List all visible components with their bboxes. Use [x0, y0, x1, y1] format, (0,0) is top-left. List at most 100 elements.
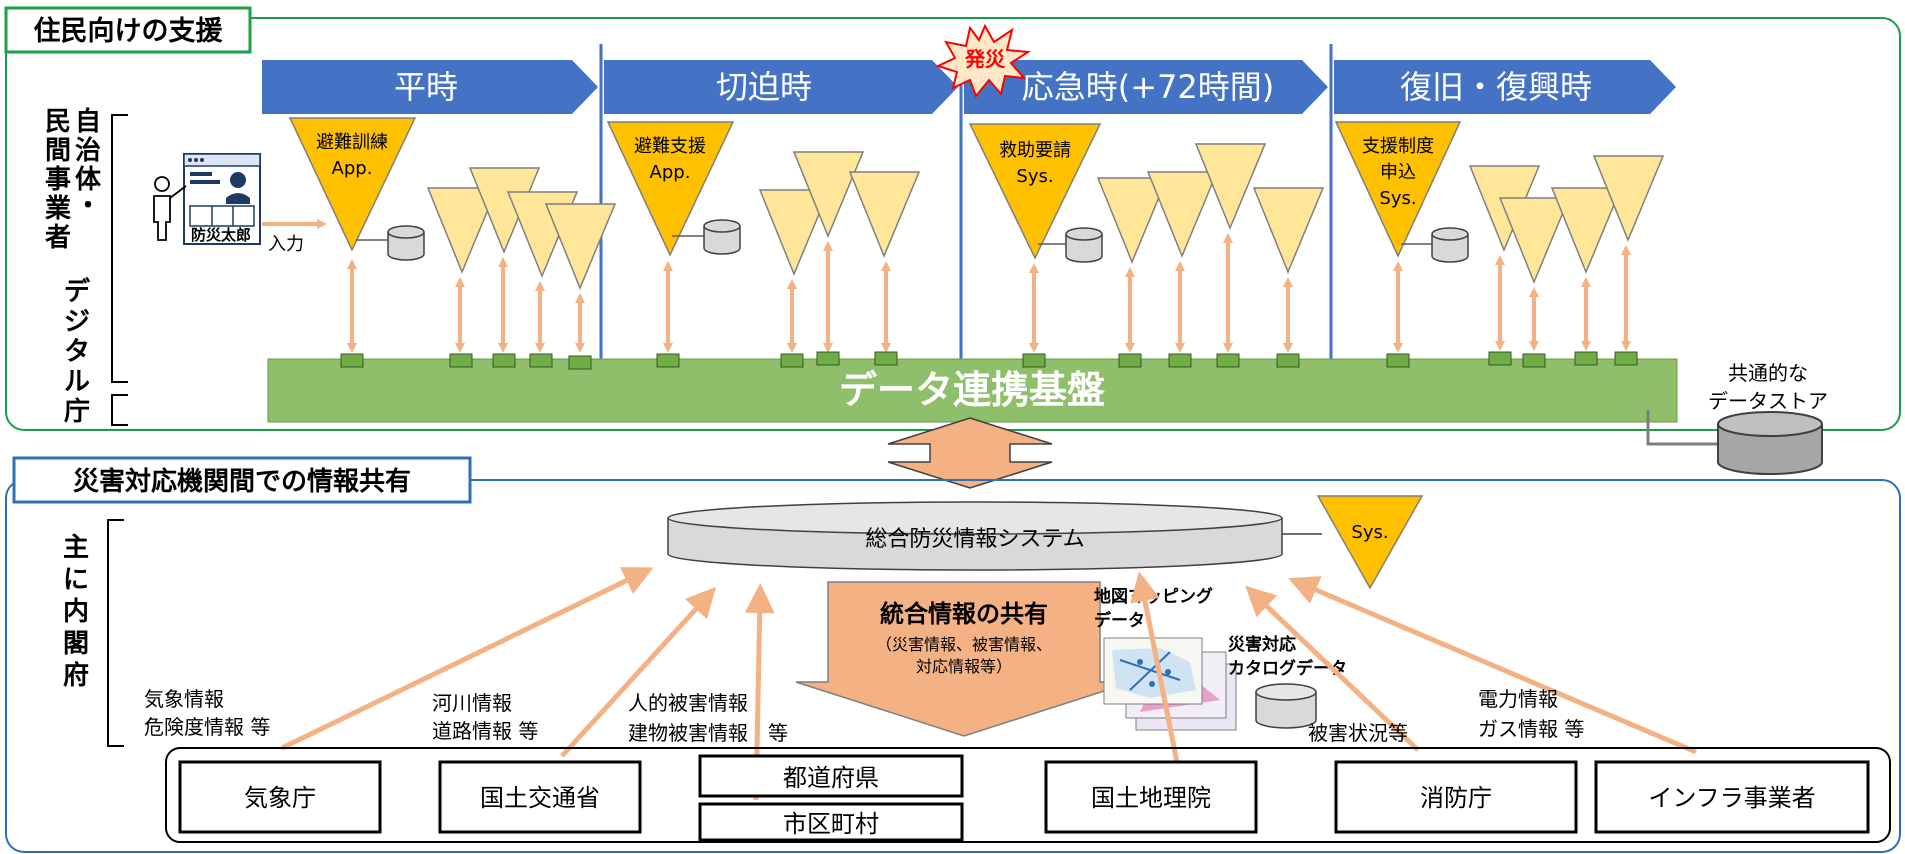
disaster-burst-label: 発災: [964, 47, 1006, 71]
svg-text:内: 内: [63, 597, 89, 627]
app-label-1-line2: App.: [332, 158, 373, 179]
database-icon: [703, 219, 741, 255]
agency-box-mlit: [438, 760, 642, 834]
app-db-icons: [387, 219, 1469, 263]
phase-arrow-normal: [262, 60, 598, 114]
sys-triangle: [1316, 495, 1424, 590]
datastore-label-2: データストア: [1708, 389, 1828, 413]
svg-text:ル: ル: [64, 367, 90, 397]
section2-frame: [5, 479, 1901, 853]
agency-box-infra: [1594, 760, 1870, 834]
map-data-label-2: データ: [1094, 610, 1145, 631]
app-triangle-evac-support: [606, 121, 735, 257]
light-app-triangle: [848, 171, 921, 258]
disaster-info-system-label: 総合防災情報システム: [865, 527, 1084, 552]
user-name: 防災太郎: [191, 226, 251, 244]
agency-municipality: 市区町村: [783, 810, 879, 838]
light-app-triangle: [1194, 143, 1267, 230]
app-triangle-evac-training: [288, 117, 417, 252]
agency-prefecture: 都道府県: [783, 764, 879, 792]
agencies-container: [165, 747, 1891, 843]
info-label-2-line2: 道路情報 等: [432, 719, 538, 743]
svg-text:閣: 閣: [63, 629, 89, 659]
light-app-triangle: [1096, 177, 1169, 264]
svg-text:業: 業: [45, 194, 71, 224]
disaster-info-system-cylinder: [667, 501, 1283, 571]
light-app-triangle: [1592, 155, 1665, 242]
agency-fdma: 消防庁: [1420, 784, 1492, 812]
map-data-label-1: 地図マッピング: [1094, 586, 1213, 607]
light-app-triangle: [1252, 187, 1325, 274]
app-label-3-line1: 救助要請: [999, 140, 1071, 161]
bracket-agency: [111, 394, 128, 426]
light-app-triangle: [426, 187, 499, 274]
info-label-3-line1: 人的被害情報: [628, 691, 748, 715]
phase-arrow-emergency: [964, 60, 1328, 114]
light-app-triangle: [1498, 197, 1571, 284]
citizen-with-screen-icon: [153, 153, 261, 245]
info-label-4-line1: 被害状況等: [1308, 721, 1408, 745]
svg-text:庁: 庁: [64, 396, 90, 427]
agency-mlit: 国土交通省: [480, 784, 600, 812]
svg-text:・: ・: [75, 191, 101, 221]
info-label-1-line1: 気象情報: [144, 687, 224, 711]
info-label-1-line2: 危険度情報 等: [144, 715, 270, 739]
other-app-triangles: [426, 143, 1665, 290]
app-platform-arrows: [347, 233, 1631, 353]
section1-title-box: [4, 6, 252, 54]
svg-text:間: 間: [45, 136, 71, 166]
info-label-5-line1: 電力情報: [1478, 687, 1558, 711]
info-label-2-line1: 河川情報: [432, 691, 512, 715]
section1-title: 住民向けの支援: [34, 15, 224, 47]
bracket-municipality: [111, 114, 128, 383]
svg-text:タ: タ: [64, 337, 90, 367]
app-triangle-rescue: [968, 123, 1102, 260]
datastore-label-1: 共通的な: [1728, 361, 1808, 385]
agency-jma: 気象庁: [244, 784, 316, 812]
integrated-share-arrow: [795, 581, 1133, 737]
agency-boxes: [178, 754, 1870, 842]
data-platform-label: データ連携基盤: [839, 368, 1105, 412]
svg-text:自: 自: [75, 106, 101, 137]
agency-box-municipality: [698, 802, 964, 842]
info-label-3-line2: 建物被害情報 等: [628, 721, 788, 745]
app-label-4-line2: 申込: [1380, 162, 1416, 183]
svg-text:民: 民: [45, 107, 71, 137]
platform-connectors: [340, 351, 1638, 370]
phase-label-normal: 平時: [394, 68, 458, 106]
catalog-database-icon: [1255, 683, 1317, 729]
agency-box-fdma: [1334, 760, 1578, 834]
app-db-links: [356, 235, 1432, 245]
svg-text:ジ: ジ: [64, 307, 90, 337]
sys-triangle-label: Sys.: [1351, 522, 1388, 543]
integrated-share-title: 統合情報の共有: [880, 600, 1048, 628]
info-label-5-line2: ガス情報 等: [1478, 717, 1584, 741]
svg-text:治: 治: [75, 136, 101, 166]
phase-label-emergency: 応急時(+72時間): [1022, 68, 1275, 106]
app-label-2-line2: App.: [650, 162, 691, 183]
phase-arrow-imminent: [604, 60, 958, 114]
app-label-4-line3: Sys.: [1379, 188, 1416, 209]
integrated-share-sub2: 対応情報等）: [916, 657, 1012, 676]
svg-text:主: 主: [63, 533, 89, 563]
light-app-triangle: [758, 189, 831, 276]
integrated-share-sub1: （災害情報、被害情報、: [876, 635, 1052, 654]
agency-infra: インフラ事業者: [1648, 784, 1815, 812]
disaster-burst-icon: [935, 23, 1031, 98]
section-link-double-arrow: [887, 417, 1053, 489]
agency-box-prefecture: [698, 754, 964, 798]
bracket-cabinet-office: [107, 519, 124, 747]
app-label-3-line2: Sys.: [1016, 166, 1053, 187]
light-app-triangle: [1146, 171, 1219, 258]
light-app-triangle: [792, 151, 865, 238]
app-triangle-support-apply: [1334, 121, 1462, 258]
datastore-connector: [1646, 410, 1718, 446]
section2-title-box: [12, 456, 472, 504]
agency-box-gsi: [1044, 760, 1258, 834]
agency-box-jma: [178, 760, 382, 834]
svg-text:体: 体: [75, 165, 102, 195]
